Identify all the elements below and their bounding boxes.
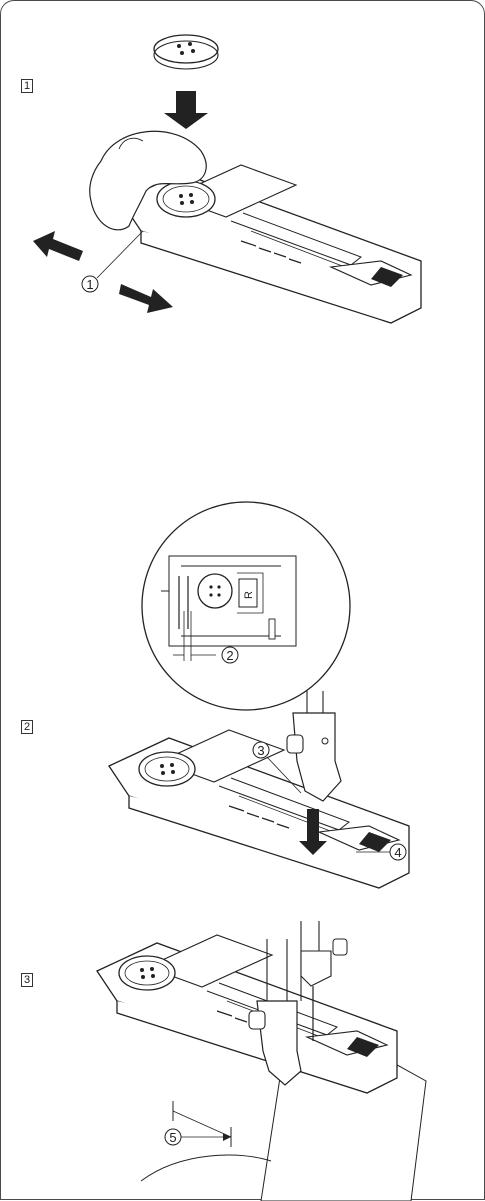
step1-illustration: 1	[33, 35, 421, 323]
left-arrow	[33, 231, 83, 261]
callout-3-label: 3	[257, 743, 264, 758]
detail-circle: R 2	[142, 502, 350, 710]
right-arrow	[119, 284, 173, 313]
callout-4-label: 4	[394, 845, 401, 860]
callout-5-label: 5	[169, 1130, 176, 1145]
detail-marking: R	[243, 591, 255, 599]
step3-illustration: 5	[97, 921, 426, 1201]
down-arrow	[164, 91, 208, 129]
button-top	[154, 35, 218, 63]
step2-illustration: 3 4	[109, 691, 409, 888]
needle-clamp	[301, 951, 331, 986]
callout-1-label: 1	[86, 277, 93, 292]
callout-2-label: 2	[226, 648, 233, 663]
